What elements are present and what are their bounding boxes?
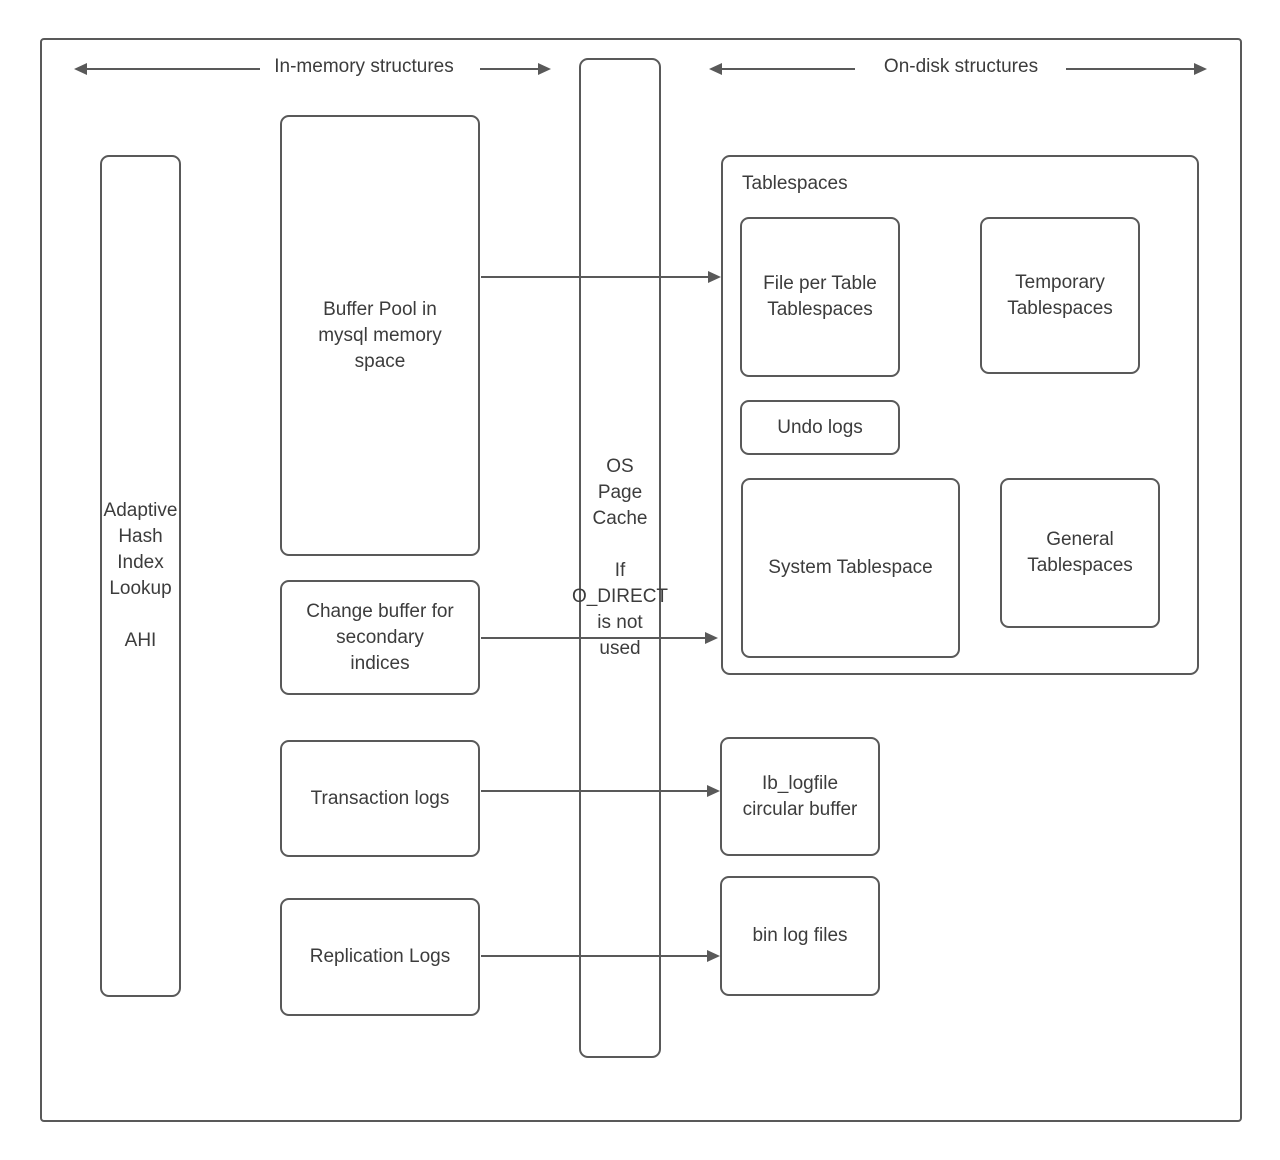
replication-logs-label: Replication Logs	[309, 946, 451, 967]
arrowhead-right-icon	[708, 271, 721, 283]
arrowhead-right-icon	[538, 63, 551, 75]
transaction-logs-label: Transaction logs	[310, 787, 450, 809]
in-memory-structures-label: In-memory structures	[274, 56, 454, 77]
adaptive-hash-index-box: Adaptive Hash Index Lookup AHI	[100, 155, 181, 997]
undo-logs-box: Undo logs	[740, 400, 900, 455]
change-buffer-box: Change buffer for secondary indices	[280, 580, 480, 695]
file-per-table-tablespaces-box: File per Table Tablespaces	[740, 217, 900, 377]
temporary-tablespaces-label: Temporary Tablespaces	[1007, 271, 1113, 319]
temporary-tablespaces-box: Temporary Tablespaces	[980, 217, 1140, 374]
general-tablespaces-box: General Tablespaces	[1000, 478, 1160, 628]
ib-logfile-label: Ib_logfile circular buffer	[742, 772, 858, 820]
arrowhead-right-icon	[707, 785, 720, 797]
arrowhead-left-icon	[709, 63, 722, 75]
change-buffer-label: Change buffer for secondary indices	[306, 600, 454, 674]
general-tablespaces-label: General Tablespaces	[1027, 529, 1133, 576]
bin-log-files-label: bin log files	[752, 925, 848, 946]
buffer-pool-label: Buffer Pool in mysql memory space	[318, 298, 442, 372]
arrowhead-left-icon	[74, 63, 87, 75]
undo-logs-label: Undo logs	[777, 416, 863, 438]
adaptive-hash-index-label: Adaptive Hash Index Lookup AHI	[103, 500, 178, 651]
buffer-pool-box: Buffer Pool in mysql memory space	[280, 115, 480, 556]
outer-border	[40, 38, 1242, 1122]
tablespaces-title: Tablespaces	[742, 173, 848, 194]
transaction-logs-box: Transaction logs	[280, 740, 480, 857]
os-page-cache-label: OS Page Cache If O_DIRECT is not used	[571, 456, 669, 659]
on-disk-structures-label: On-disk structures	[883, 56, 1039, 77]
arrowhead-right-icon	[705, 632, 718, 644]
system-tablespace-label: System Tablespace	[768, 557, 933, 578]
arrowhead-right-icon	[1194, 63, 1207, 75]
system-tablespace-box: System Tablespace	[741, 478, 960, 658]
ib-logfile-box: Ib_logfile circular buffer	[720, 737, 880, 856]
os-page-cache-box: OS Page Cache If O_DIRECT is not used	[572, 58, 668, 1058]
arrowhead-right-icon	[707, 950, 720, 962]
bin-log-files-box: bin log files	[720, 876, 880, 996]
replication-logs-box: Replication Logs	[280, 898, 480, 1016]
file-per-table-tablespaces-label: File per Table Tablespaces	[763, 273, 877, 320]
